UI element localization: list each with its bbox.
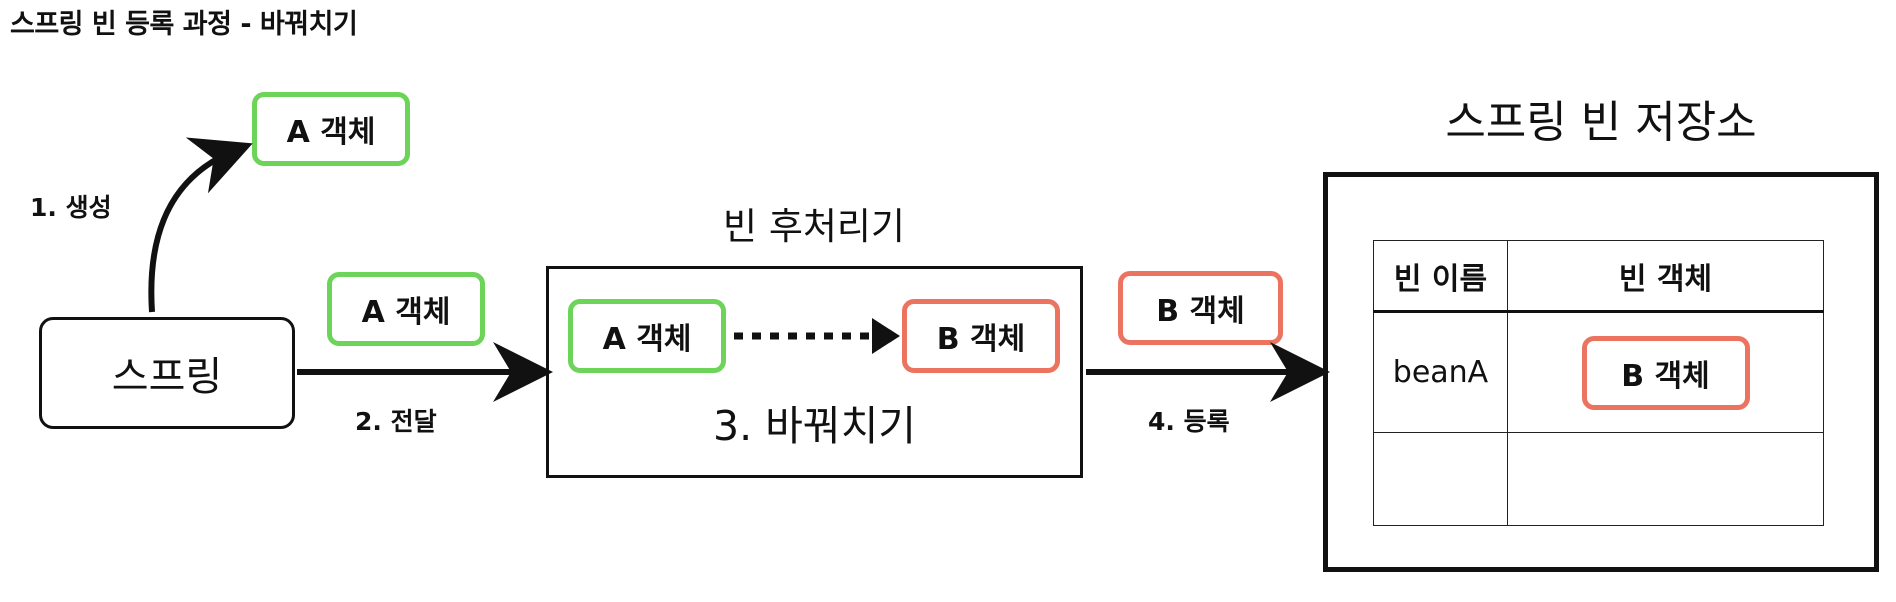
passed-object-a: A 객체 xyxy=(327,272,485,346)
spring-box: 스프링 xyxy=(39,317,295,429)
step3-label: 3. 바꿔치기 xyxy=(712,402,917,450)
replace-arrow-head xyxy=(872,318,900,354)
bean-registry-table: 빈 이름 빈 객체 beanA B 객체 xyxy=(1373,240,1824,526)
table-row: beanA B 객체 xyxy=(1373,311,1824,433)
page-title: 스프링 빈 등록 과정 - 바꿔치기 xyxy=(10,9,358,40)
processor-object-a: A 객체 xyxy=(568,299,726,373)
processor-object-b: B 객체 xyxy=(902,299,1060,373)
registry-heading: 스프링 빈 저장소 xyxy=(1445,97,1757,148)
spring-label: 스프링 xyxy=(111,354,223,400)
step2-label: 2. 전달 xyxy=(355,407,437,436)
processor-heading: 빈 후처리기 xyxy=(723,205,905,248)
bean-name-cell: beanA xyxy=(1373,311,1508,433)
processor-object-a-label: A 객체 xyxy=(602,322,692,357)
table-header-row: 빈 이름 빈 객체 xyxy=(1373,240,1824,313)
processor-object-b-label: B 객체 xyxy=(936,322,1026,357)
table-row xyxy=(1373,432,1824,526)
registered-object-b: B 객체 xyxy=(1118,271,1283,345)
created-object-a-label: A 객체 xyxy=(286,115,376,150)
create-arrow xyxy=(148,137,253,313)
column-header-bean-name: 빈 이름 xyxy=(1373,240,1508,313)
step1-label: 1. 생성 xyxy=(30,193,112,222)
stored-object-b: B 객체 xyxy=(1581,335,1750,410)
bean-name-cell xyxy=(1373,432,1508,526)
passed-object-a-label: A 객체 xyxy=(361,295,451,330)
column-header-bean-object: 빈 객체 xyxy=(1507,240,1824,313)
step4-label: 4. 등록 xyxy=(1148,407,1230,436)
created-object-a: A 객체 xyxy=(252,92,410,166)
registered-object-b-label: B 객체 xyxy=(1156,294,1245,329)
bean-object-cell xyxy=(1507,432,1824,526)
